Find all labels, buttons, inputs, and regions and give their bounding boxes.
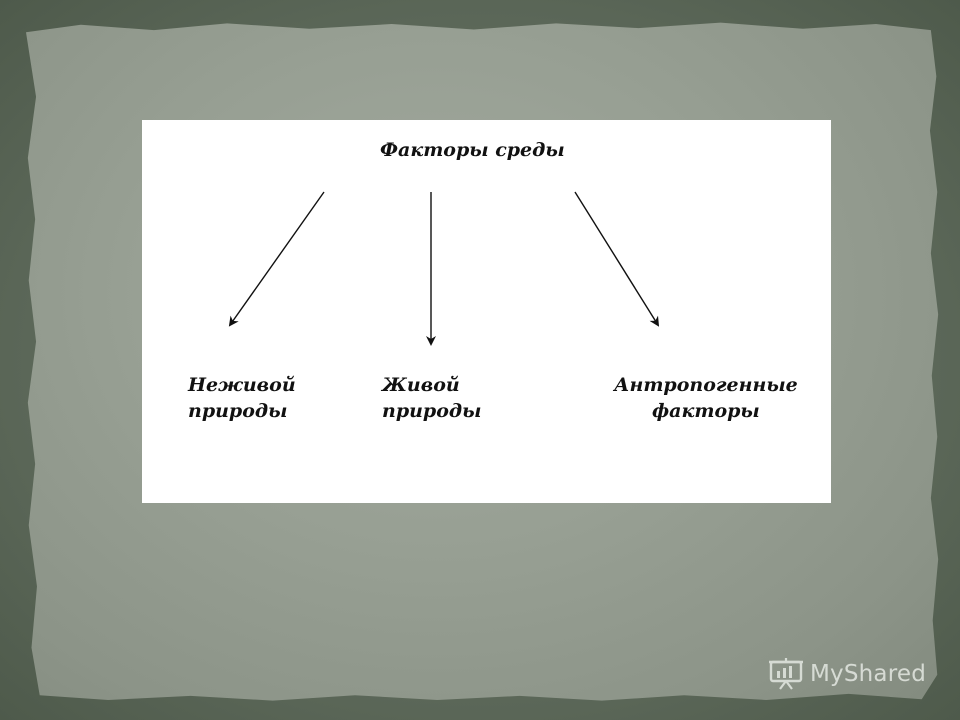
diagram-card: Факторы среды Неживой природы Живой прир…	[142, 120, 831, 503]
presentation-board-icon	[769, 658, 803, 690]
node-line: природы	[188, 399, 288, 422]
node-living-nature: Живой природы	[382, 373, 481, 424]
diagram-arrows	[228, 191, 660, 346]
node-nonliving-nature: Неживой природы	[188, 373, 296, 424]
root-node-label: Факторы среды	[380, 139, 565, 161]
node-line: факторы	[652, 399, 760, 422]
node-line: Живой	[382, 374, 460, 396]
watermark-logo: MyShared	[768, 656, 926, 692]
node-anthropogenic-factors: Антропогенные факторы	[614, 373, 798, 424]
node-line: Неживой	[188, 374, 296, 396]
arrow-to-nonliving	[228, 191, 325, 327]
node-line: природы	[382, 399, 482, 422]
node-line: Антропогенные	[614, 374, 798, 396]
watermark-text: MyShared	[810, 661, 927, 687]
arrow-to-anthropogenic	[574, 191, 660, 327]
